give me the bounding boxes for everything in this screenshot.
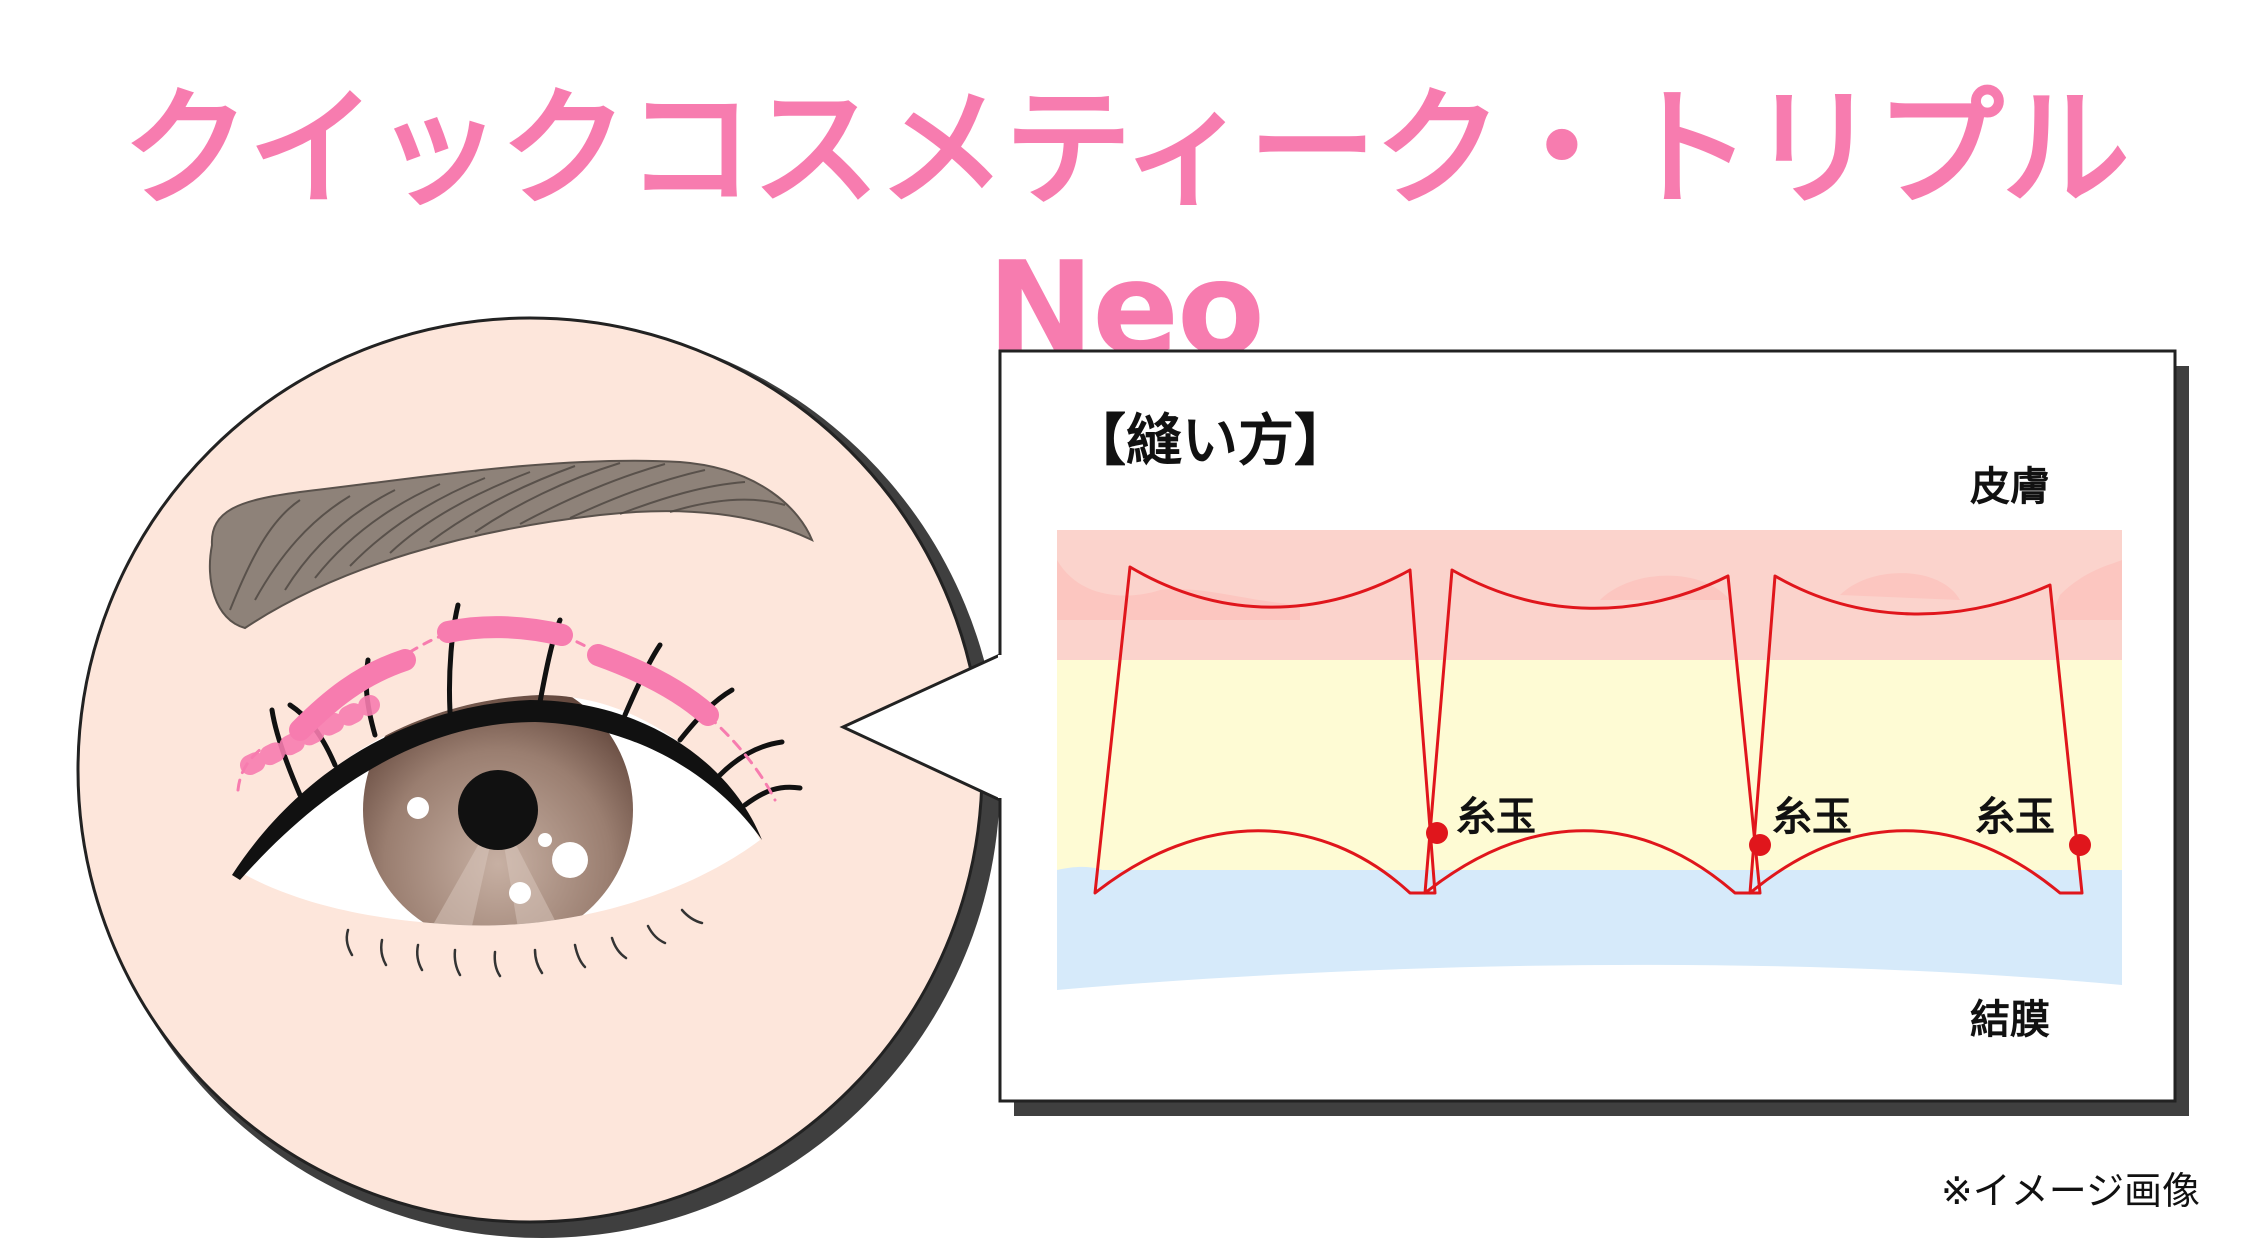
highlight	[407, 797, 429, 819]
lower-lashes	[345, 908, 704, 978]
knot-label: 糸玉	[1772, 794, 1852, 840]
knot-label: 糸玉	[1975, 794, 2055, 840]
highlight	[538, 833, 552, 847]
layer-label-skin: 皮膚	[1970, 464, 2050, 510]
conjunctiva-layer	[1057, 870, 2122, 990]
upper-eyeline	[232, 700, 762, 880]
knot	[1749, 834, 1771, 856]
page-title: クイックコスメティーク・トリプルNeo	[122, 75, 2130, 384]
highlight	[509, 882, 531, 904]
panel-heading: 【縫い方】	[1070, 409, 1350, 474]
stitch-marks-pink	[236, 616, 777, 802]
eyebrow	[208, 459, 814, 630]
knot	[1426, 822, 1448, 844]
pupil	[458, 770, 538, 850]
knot-label: 糸玉	[1456, 794, 1536, 840]
thread-loops	[1093, 565, 2084, 895]
highlight	[552, 842, 588, 878]
cross-section-panel: 【縫い方】 皮膚 結膜 糸玉 糸玉 糸玉	[998, 349, 2189, 1116]
image-note: ※イメージ画像	[1940, 1169, 2200, 1213]
eye-closeup	[76, 316, 1000, 1238]
layer-label-conjunctiva: 結膜	[1970, 997, 2050, 1043]
knot	[2069, 834, 2091, 856]
